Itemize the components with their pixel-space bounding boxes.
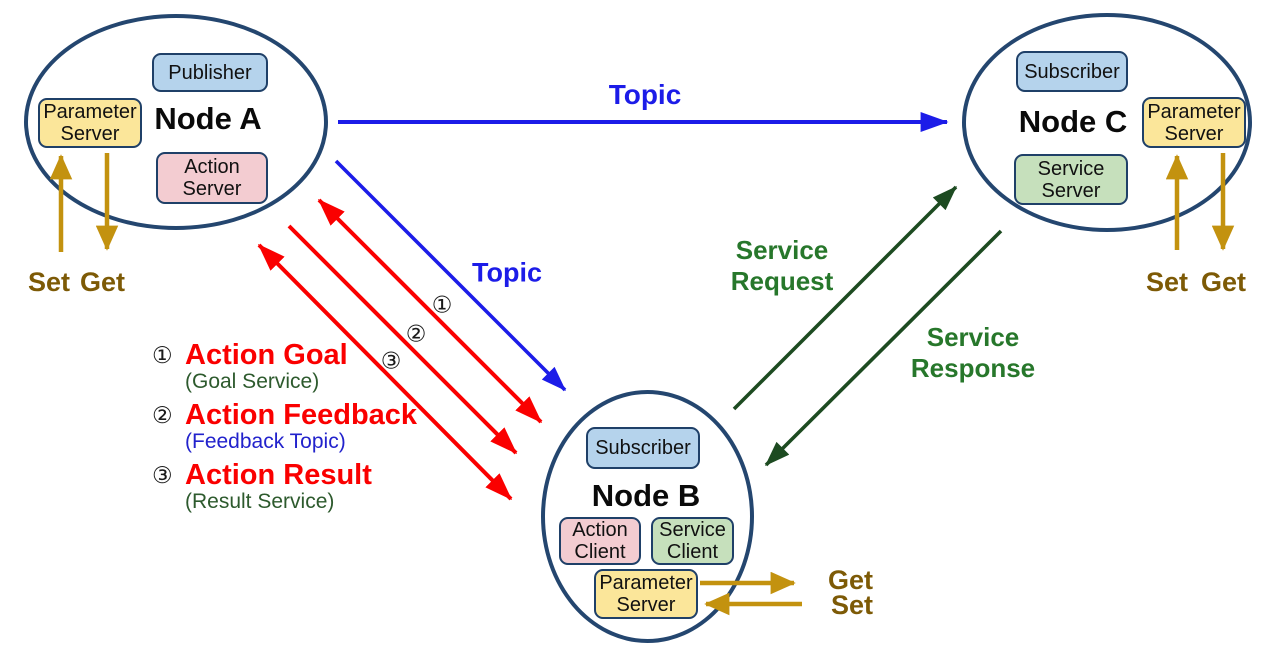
node-c-title: Node C bbox=[1018, 104, 1128, 139]
topic-a-to-c-label: Topic bbox=[608, 79, 682, 110]
legend-title-action-goal: Action Goal bbox=[185, 339, 348, 371]
service-response-arrow bbox=[764, 229, 1003, 467]
node-a-set-label: Set bbox=[28, 267, 71, 297]
node-a-publisher-box: Publisher bbox=[152, 53, 268, 92]
node-a-setget-labels: Set Get bbox=[28, 267, 125, 298]
legend-item-action-goal: ① Action Goal (Goal Service) bbox=[152, 340, 417, 393]
legend-item-action-feedback: ② Action Feedback (Feedback Topic) bbox=[152, 400, 417, 453]
service-response-label: Service Response bbox=[910, 322, 1036, 383]
node-b-parameter-server-box: Parameter Server bbox=[594, 569, 698, 619]
legend-num-1: ① bbox=[152, 341, 173, 368]
node-c-service-server-box: Service Server bbox=[1014, 154, 1128, 205]
node-c-parameter-server-box: Parameter Server bbox=[1142, 97, 1246, 148]
legend-sub-result-service: (Result Service) bbox=[185, 490, 335, 513]
topic-a-to-b-label: Topic bbox=[472, 257, 542, 288]
node-c-setget-labels: Set Get bbox=[1146, 267, 1246, 298]
action-arrow-marker-1: ① bbox=[431, 291, 453, 318]
node-b-title: Node B bbox=[591, 478, 701, 513]
legend-sub-feedback-topic: (Feedback Topic) bbox=[185, 430, 346, 453]
action-legend: ① Action Goal (Goal Service) ② Action Fe… bbox=[152, 340, 417, 520]
node-c-subscriber-box: Subscriber bbox=[1016, 51, 1128, 92]
legend-title-action-feedback: Action Feedback bbox=[185, 399, 418, 431]
node-b-service-client-box: Service Client bbox=[651, 517, 734, 565]
node-b-set-label: Set bbox=[831, 590, 874, 620]
node-b-get-label: Get bbox=[828, 565, 874, 595]
legend-num-2: ② bbox=[152, 401, 173, 428]
node-c-set-label: Set bbox=[1146, 267, 1189, 297]
legend-sub-goal-service: (Goal Service) bbox=[185, 370, 320, 393]
node-a-get-label: Get bbox=[80, 267, 126, 297]
node-a-parameter-server-box: Parameter Server bbox=[38, 98, 142, 148]
node-b-subscriber-box: Subscriber bbox=[586, 427, 700, 469]
node-a-title: Node A bbox=[154, 101, 262, 136]
legend-item-action-result: ③ Action Result (Result Service) bbox=[152, 460, 417, 513]
service-request-label: Service Request bbox=[730, 235, 834, 296]
node-a-action-server-box: Action Server bbox=[156, 152, 268, 204]
service-request-arrow bbox=[732, 185, 958, 411]
node-b-action-client-box: Action Client bbox=[559, 517, 641, 565]
legend-title-action-result: Action Result bbox=[185, 459, 372, 491]
action-result-arrow bbox=[257, 243, 513, 501]
legend-num-3: ③ bbox=[152, 461, 173, 488]
node-c-get-label: Get bbox=[1201, 267, 1247, 297]
